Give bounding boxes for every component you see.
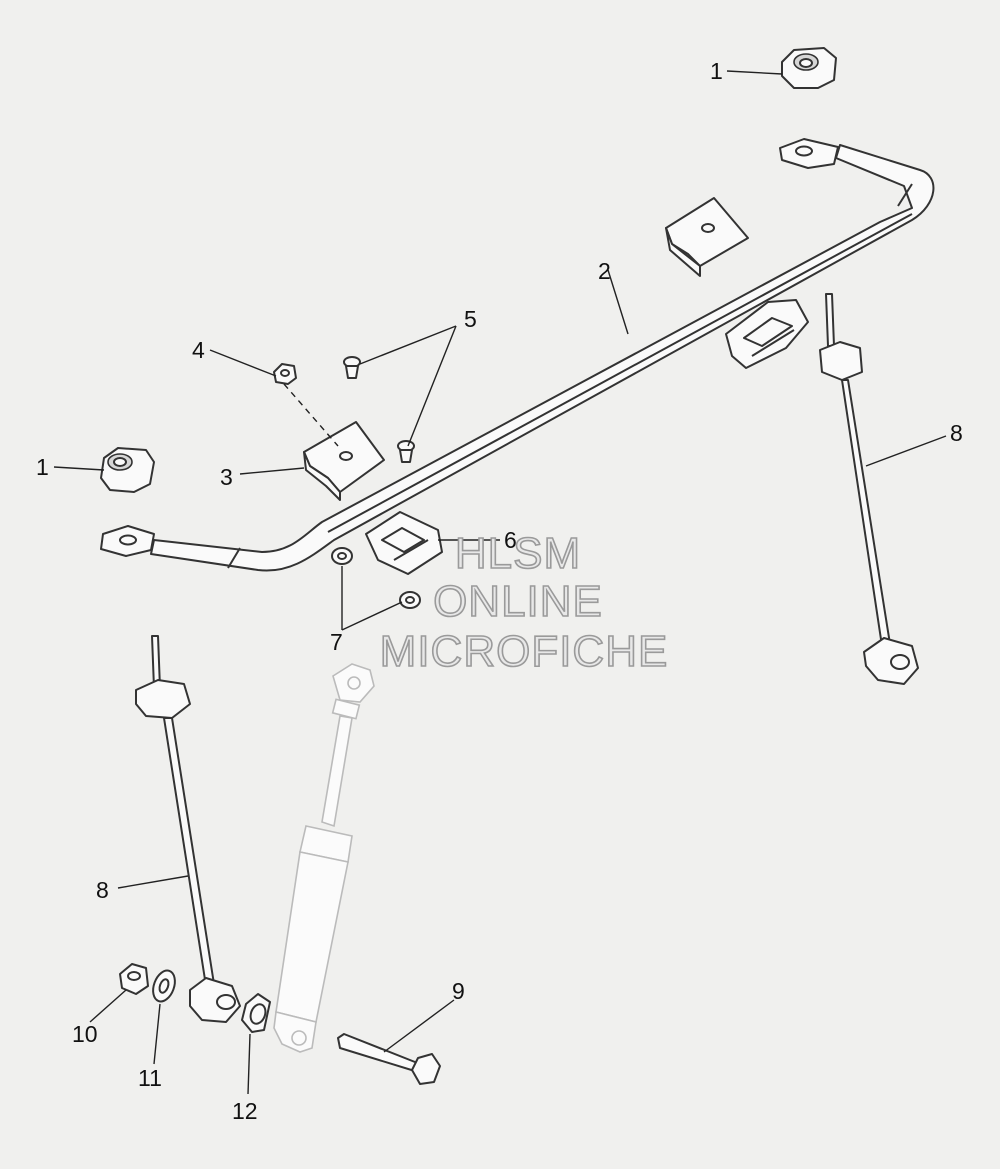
bracket-left	[303, 421, 385, 501]
callout-8-right: 8	[950, 420, 963, 446]
nut-10	[119, 963, 149, 995]
callout-11: 11	[138, 1065, 162, 1091]
watermark-line-2: ONLINE	[433, 577, 603, 626]
stabilizer-link-right	[819, 293, 919, 685]
callout-9: 9	[452, 978, 465, 1004]
bolt-lower	[397, 440, 415, 463]
callout-2: 2	[598, 258, 611, 284]
watermark-line-1: HLSM	[455, 529, 581, 578]
leader-lines	[53, 70, 947, 1095]
callout-4: 4	[192, 337, 205, 363]
washer-11	[152, 969, 176, 1003]
insulator-lower	[365, 511, 443, 575]
insulator-upper	[725, 299, 809, 369]
shock-absorber	[273, 663, 375, 1053]
callout-5: 5	[464, 306, 477, 332]
callout-1-left: 1	[36, 454, 49, 480]
watermark: HLSM ONLINE MICROFICHE	[379, 528, 669, 677]
bushing-top	[781, 47, 837, 89]
callout-3: 3	[220, 464, 233, 490]
watermark-line-3: MICROFICHE	[380, 627, 669, 676]
callout-6: 6	[504, 527, 517, 553]
bushing-left	[100, 447, 155, 493]
callout-10: 10	[72, 1021, 98, 1047]
bolt-9	[337, 1033, 441, 1085]
washer-lower	[399, 591, 421, 609]
bracket-right	[665, 197, 749, 277]
callout-1-top: 1	[710, 58, 723, 84]
callout-7: 7	[330, 629, 343, 655]
bushing-12	[241, 993, 271, 1033]
bolt-upper	[343, 356, 361, 379]
callout-12: 12	[232, 1098, 258, 1124]
stabilizer-bar	[100, 138, 935, 572]
nut-4	[273, 363, 297, 385]
washer-upper	[331, 547, 353, 565]
stabilizer-link-left	[135, 635, 241, 1023]
callout-8-left: 8	[96, 877, 109, 903]
